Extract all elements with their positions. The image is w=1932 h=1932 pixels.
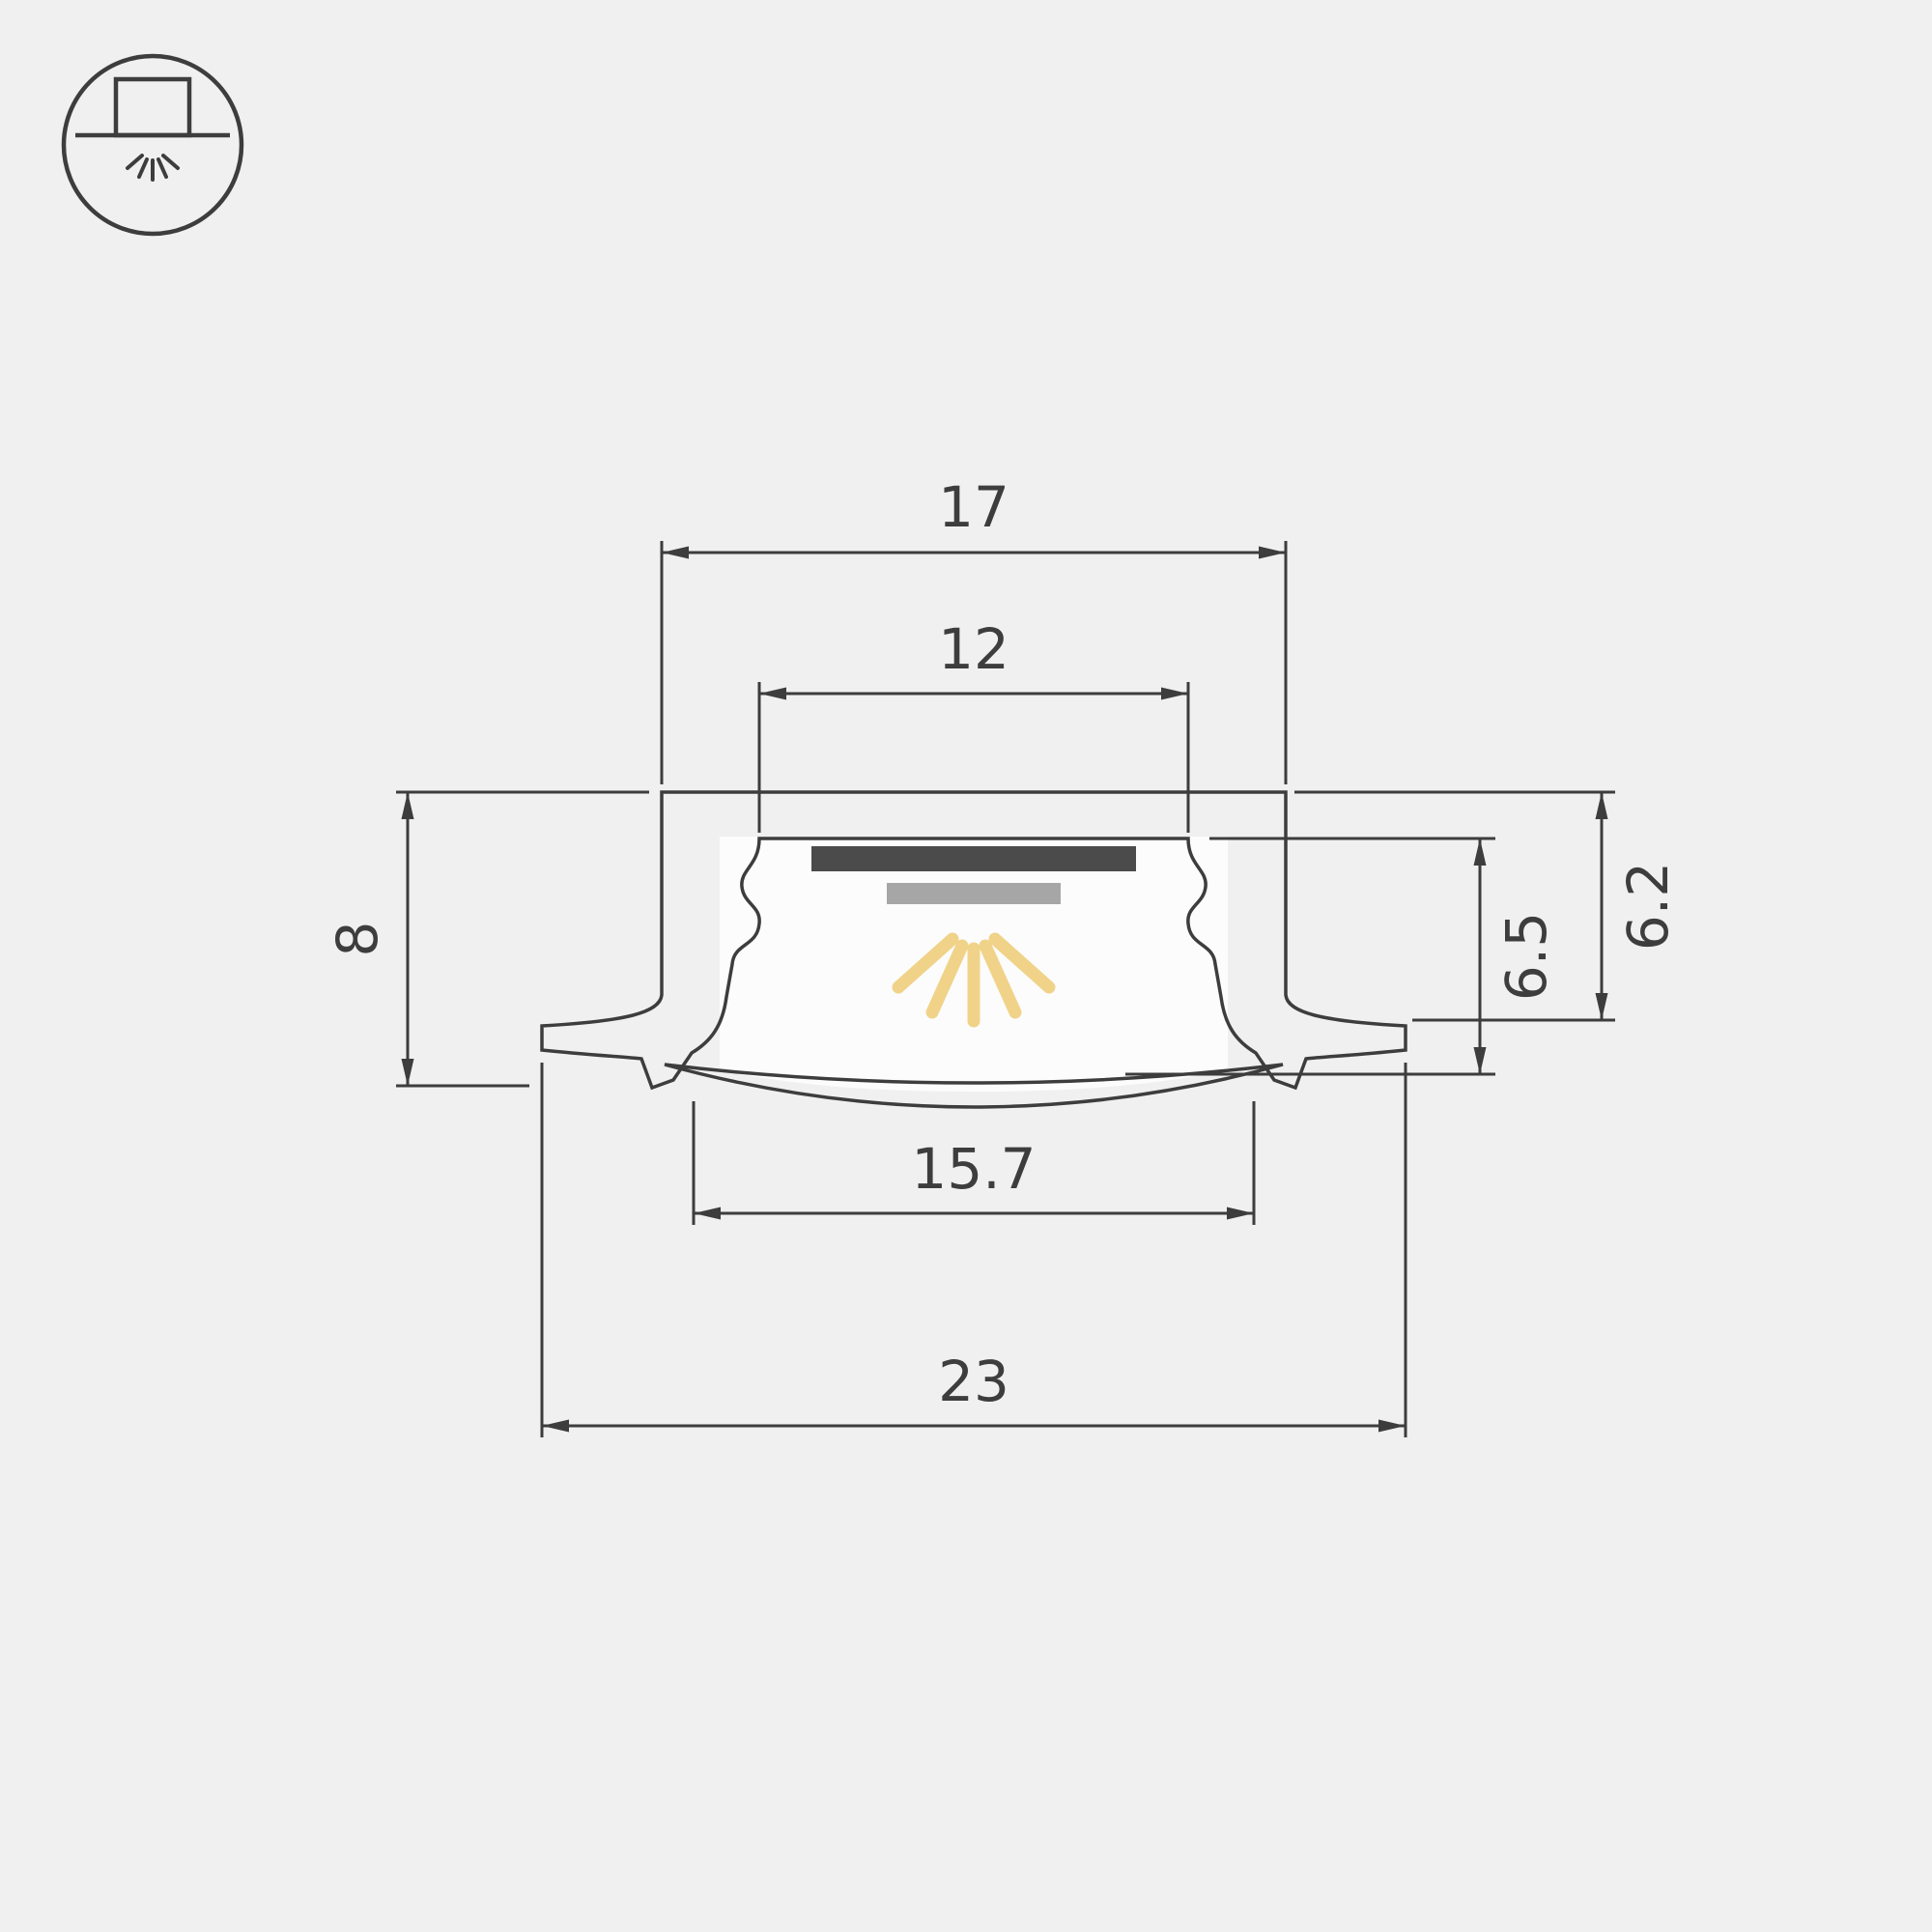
dimensions: 17 12 8 6.5 6.2 (325, 474, 1681, 1437)
dimension-label-inner-depth: 6.5 (1493, 912, 1559, 1001)
icon-profile-square (113, 76, 192, 138)
profile-body (540, 790, 1407, 1091)
led-strip (887, 883, 1061, 904)
recessed-mount-icon (61, 53, 244, 237)
dimension-height: 8 (325, 790, 649, 1088)
light-ray (988, 932, 1056, 994)
light-rays (892, 932, 1056, 1028)
icon-light-rays (126, 154, 180, 182)
dimension-inner-depth: 6.5 (1125, 837, 1559, 1076)
light-ray (979, 939, 1022, 1019)
pcb-strip (811, 846, 1136, 871)
diffuser-lens (664, 1063, 1284, 1109)
profile-cross-section (540, 790, 1407, 1109)
dimension-label-height: 8 (325, 922, 390, 957)
dimension-recess-depth: 6.2 (1294, 790, 1681, 1022)
dimension-overall-width: 23 (540, 1063, 1407, 1437)
dimension-label-bottom-inner-width: 15.7 (911, 1136, 1036, 1202)
dimension-label-top-width: 17 (938, 474, 1009, 540)
dimension-top-width: 17 (660, 474, 1288, 784)
light-ray (925, 939, 969, 1019)
dimension-label-overall-width: 23 (938, 1349, 1009, 1414)
light-ray (892, 932, 959, 994)
dimension-bottom-inner-width: 15.7 (692, 1101, 1256, 1225)
dimension-inner-width: 12 (757, 616, 1190, 833)
dimension-label-recess-depth: 6.2 (1615, 862, 1681, 951)
icon-circle (61, 53, 244, 237)
dimension-label-inner-width: 12 (938, 616, 1009, 682)
